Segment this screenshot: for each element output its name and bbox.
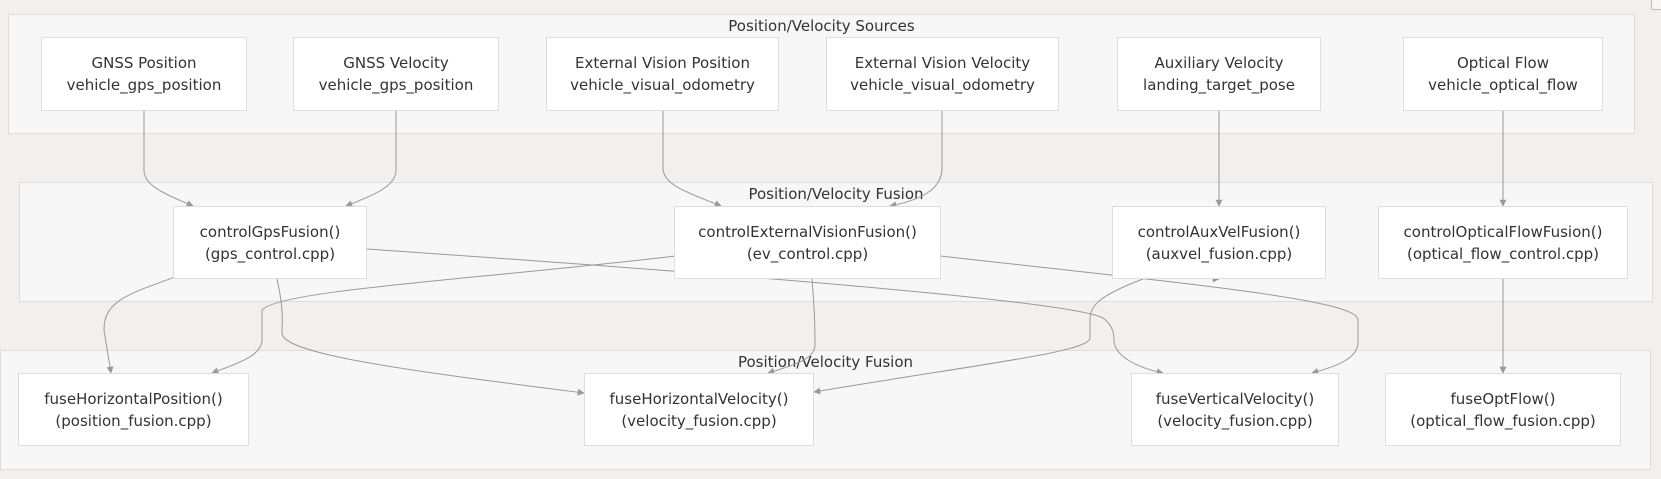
node-control-aux-vel-fusion: controlAuxVelFusion() (auxvel_fusion.cpp… [1112,206,1326,279]
node-ev-velocity: External Vision Velocity vehicle_visual_… [826,37,1059,111]
node-gnss-position-title: GNSS Position [91,54,197,72]
cluster-fusion-functions: Position/Velocity Fusion [0,350,1651,470]
edge-ctrl-aux-to-fuse-hvel [813,278,1144,395]
node-control-ev-fusion-func: controlExternalVisionFusion() [698,222,917,241]
node-gnss-position-topic: vehicle_gps_position [66,76,222,94]
node-fuse-horizontal-position: fuseHorizontalPosition() (position_fusio… [18,373,249,446]
node-fuse-opt-flow-func: fuseOptFlow() [1450,389,1556,408]
edge-ev-vel-to-ctrl-ev [889,111,943,209]
cluster-sources-title: Position/Velocity Sources [728,17,915,35]
node-ev-position-title: External Vision Position [575,54,750,72]
edge-ctrl-gps-to-fuse-vvel [366,248,1164,376]
node-optical-flow: Optical Flow vehicle_optical_flow [1403,37,1603,111]
node-fuse-vertical-velocity-func: fuseVerticalVelocity() [1155,389,1315,408]
cluster-fusion-functions-title: Position/Velocity Fusion [737,353,914,371]
node-fuse-horizontal-velocity-file: (velocity_fusion.cpp) [621,411,777,430]
node-fuse-vertical-velocity-file: (velocity_fusion.cpp) [1157,411,1313,430]
corner-control[interactable] [1651,0,1661,10]
edge-ctrl-ev-to-fuse-vvel [939,255,1359,375]
edge-gnss-vel-to-ctrl-gps [345,111,397,207]
edge-gnss-pos-to-ctrl-gps [143,111,194,207]
node-control-aux-vel-fusion-func: controlAuxVelFusion() [1137,222,1301,241]
node-control-gps-fusion-func: controlGpsFusion() [199,222,341,241]
edge-ctrl-gps-to-fuse-hvel [276,278,585,396]
node-fuse-horizontal-position-func: fuseHorizontalPosition() [44,389,223,408]
node-fuse-opt-flow: fuseOptFlow() (optical_flow_fusion.cpp) [1385,373,1621,446]
node-fuse-opt-flow-file: (optical_flow_fusion.cpp) [1410,411,1596,430]
edge-ctrl-gps-to-fuse-hpos [103,276,176,374]
node-control-optical-flow-fusion-func: controlOpticalFlowFusion() [1403,222,1603,241]
node-ev-position: External Vision Position vehicle_visual_… [546,37,779,111]
node-control-ev-fusion-file: (ev_control.cpp) [746,244,869,263]
node-gnss-position: GNSS Position vehicle_gps_position [41,37,247,111]
node-ev-velocity-title: External Vision Velocity [854,54,1031,72]
node-ev-velocity-topic: vehicle_visual_odometry [850,76,1035,94]
node-optical-flow-topic: vehicle_optical_flow [1428,76,1578,94]
node-fuse-horizontal-position-file: (position_fusion.cpp) [55,411,212,430]
cluster-sources: Position/Velocity Sources [8,14,1635,134]
node-gnss-velocity: GNSS Velocity vehicle_gps_position [293,37,499,111]
node-optical-flow-title: Optical Flow [1457,54,1549,72]
node-gnss-velocity-topic: vehicle_gps_position [318,76,474,94]
node-control-ev-fusion: controlExternalVisionFusion() (ev_contro… [674,206,941,279]
edge-ctrl-ev-to-fuse-hpos [211,255,677,375]
cluster-fusion-control-title: Position/Velocity Fusion [748,185,924,203]
node-control-gps-fusion: controlGpsFusion() (gps_control.cpp) [173,206,367,279]
node-fuse-horizontal-velocity: fuseHorizontalVelocity() (velocity_fusio… [584,373,814,446]
node-gnss-velocity-title: GNSS Velocity [343,54,449,72]
edge-ctrl-ev-to-fuse-hvel [767,278,816,375]
node-aux-velocity: Auxiliary Velocity landing_target_pose [1117,37,1321,111]
node-control-optical-flow-fusion-file: (optical_flow_control.cpp) [1406,244,1599,263]
node-fuse-horizontal-velocity-func: fuseHorizontalVelocity() [609,389,789,408]
edge-ev-pos-to-ctrl-ev [662,111,722,207]
node-aux-velocity-topic: landing_target_pose [1143,76,1295,94]
node-aux-velocity-title: Auxiliary Velocity [1154,54,1284,72]
node-control-aux-vel-fusion-file: (auxvel_fusion.cpp) [1145,244,1293,263]
node-control-gps-fusion-file: (gps_control.cpp) [204,244,336,263]
node-control-optical-flow-fusion: controlOpticalFlowFusion() (optical_flow… [1378,206,1628,279]
node-ev-position-topic: vehicle_visual_odometry [570,76,755,94]
node-fuse-vertical-velocity: fuseVerticalVelocity() (velocity_fusion.… [1131,373,1339,446]
